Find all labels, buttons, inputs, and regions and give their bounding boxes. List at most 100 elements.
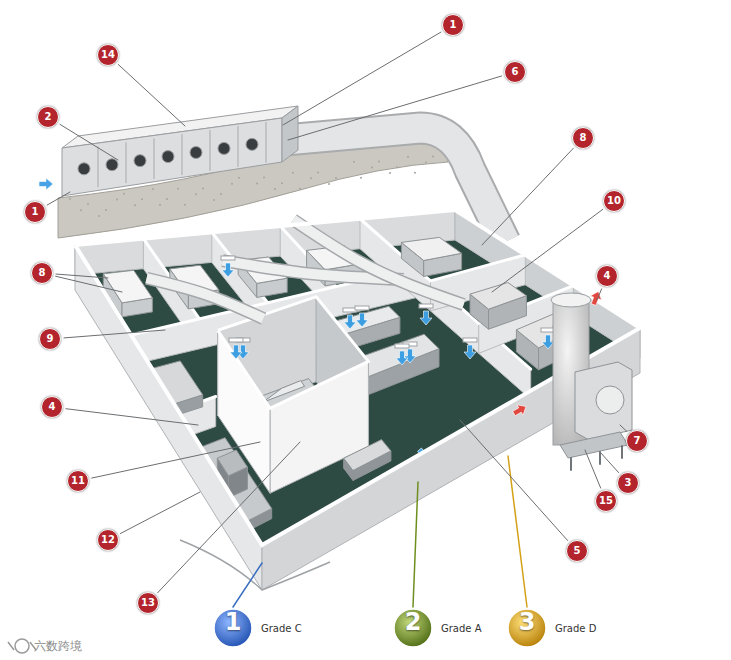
- slab-texture: [202, 187, 204, 189]
- grade-number: 3: [507, 608, 547, 648]
- slab-texture: [335, 177, 337, 179]
- slab-texture: [371, 166, 373, 168]
- callout-marker: 14: [97, 44, 119, 66]
- slab-texture: [396, 166, 398, 168]
- callout-number: 15: [595, 490, 617, 512]
- callout-number: 8: [31, 262, 53, 284]
- callout-marker: 10: [603, 190, 625, 212]
- slab-texture: [299, 188, 301, 190]
- fan-wheel: [596, 386, 624, 414]
- ahu-fan: [190, 147, 202, 159]
- slab-texture: [105, 209, 107, 211]
- unit-base: [560, 432, 628, 458]
- leader-line: [56, 274, 108, 278]
- unit-leg: [621, 446, 623, 458]
- callout-number: 3: [617, 472, 639, 494]
- slab-texture: [184, 204, 186, 206]
- grade-circle-fill: [394, 609, 432, 647]
- leader-line: [47, 192, 70, 205]
- leader-line: [92, 442, 260, 478]
- slab-texture: [166, 198, 168, 200]
- slab-texture: [274, 188, 276, 190]
- shell-wall-top: [75, 210, 640, 545]
- shell-front-left: [75, 245, 262, 590]
- slab-texture: [87, 203, 89, 205]
- slab-texture: [69, 198, 71, 200]
- airflow-arrow: [396, 351, 408, 365]
- grade-leader-line: [413, 482, 418, 607]
- callout-number: 1: [24, 201, 46, 223]
- slab-texture: [378, 161, 380, 163]
- intake-arrow: [39, 178, 53, 190]
- ahu-body: [62, 118, 282, 196]
- callout-marker: 5: [566, 540, 588, 562]
- grade-label: Grade A: [441, 623, 482, 634]
- callout-number: 4: [41, 396, 63, 418]
- leader-line: [158, 442, 300, 593]
- callout-marker: 8: [572, 127, 594, 149]
- callout-number: 9: [39, 328, 61, 350]
- ahu-panel-line: [182, 135, 183, 175]
- ahu-panel-line: [126, 143, 127, 183]
- airflow-arrow: [464, 345, 476, 359]
- slab-texture: [281, 182, 283, 184]
- grade-circle-fill: [508, 609, 546, 647]
- callout-marker: 15: [595, 490, 617, 512]
- grade-circle-fill: [214, 609, 252, 647]
- ceiling-diffuser: [463, 338, 477, 342]
- slab-texture: [80, 209, 82, 211]
- leader-line: [56, 276, 122, 292]
- ceiling-duct-outline: [293, 220, 463, 305]
- callout-number: 10: [603, 190, 625, 212]
- slab-texture: [123, 193, 125, 195]
- callout-number: 7: [626, 430, 648, 452]
- ceiling-diffuser: [221, 256, 235, 260]
- callout-marker: 1: [442, 14, 464, 36]
- callout-marker: 13: [137, 592, 159, 614]
- callout-marker: 12: [97, 529, 119, 551]
- workbench: [103, 270, 152, 303]
- callout-marker: 9: [39, 328, 61, 350]
- slab-texture: [414, 172, 416, 174]
- grade-leader-line: [508, 456, 527, 607]
- grade-marker: 2 Grade A: [393, 608, 484, 648]
- fan-unit: [575, 362, 632, 440]
- slab-texture: [231, 183, 233, 185]
- grade-disc: 2: [393, 608, 433, 648]
- callout-number: 13: [137, 592, 159, 614]
- callout-number: 8: [572, 127, 594, 149]
- leader-line: [288, 76, 502, 140]
- airflow-arrow: [542, 335, 554, 349]
- callout-number: 6: [504, 61, 526, 83]
- grade-number: 1: [213, 608, 253, 648]
- leader-line: [60, 124, 118, 160]
- callout-number: 14: [97, 44, 119, 66]
- leader-line: [600, 452, 619, 473]
- watermark-logo: [8, 642, 36, 650]
- ahu-fan: [218, 142, 230, 154]
- slab-texture: [98, 215, 100, 217]
- callout-marker: 3: [617, 472, 639, 494]
- ceiling-diffuser: [395, 344, 409, 348]
- ceiling-duct: [147, 278, 264, 318]
- pass-box: [344, 440, 391, 471]
- callout-number: 2: [37, 106, 59, 128]
- callout-marker: 11: [67, 470, 89, 492]
- callout-marker: 4: [596, 265, 618, 287]
- callout-number: 1: [442, 14, 464, 36]
- illustration-group: [8, 106, 640, 653]
- grade-leader-line: [233, 563, 262, 607]
- grade-marker: 1Grade C: [213, 608, 304, 648]
- leader-lines: [47, 32, 627, 593]
- leader-line: [64, 330, 165, 338]
- grade-disc: 1: [213, 608, 253, 648]
- slab-texture: [177, 188, 179, 190]
- grade-disc: 3: [507, 608, 547, 648]
- unit-leg: [570, 458, 572, 470]
- slab-texture: [134, 204, 136, 206]
- watermark-box: 六数跨境: [34, 638, 82, 655]
- leader-line: [120, 492, 200, 534]
- callout-marker: 2: [37, 106, 59, 128]
- slab-texture: [407, 156, 409, 158]
